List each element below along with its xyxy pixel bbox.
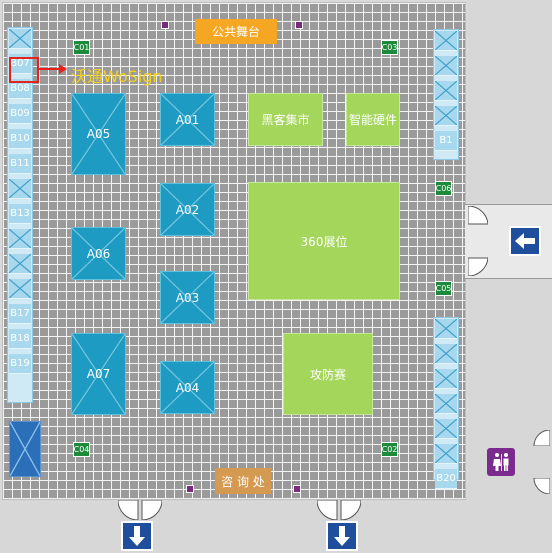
east-door xyxy=(467,205,489,277)
booth-cell[interactable] xyxy=(435,444,457,464)
booth-cell[interactable]: B07 xyxy=(9,54,31,74)
bottom-corridor-area xyxy=(0,500,552,553)
booth-cell[interactable] xyxy=(9,179,31,199)
booth-cell[interactable] xyxy=(435,31,457,51)
booth-a03-label: A03 xyxy=(175,290,200,305)
booth-hacker-market[interactable]: 黑客集市 xyxy=(248,93,323,146)
wosign-arrow xyxy=(39,68,61,70)
booth-cell[interactable]: B19 xyxy=(9,354,31,374)
booth-cell[interactable]: B17 xyxy=(9,304,31,324)
booth-cell-label: B07 xyxy=(10,58,30,69)
booth-smart-hardware[interactable]: 智能硬件 xyxy=(346,93,400,146)
south-door-left xyxy=(117,499,163,521)
exit-down-arrow-icon[interactable] xyxy=(326,521,358,551)
booth-cell[interactable]: B10 xyxy=(9,129,31,149)
info-desk[interactable]: 咨 询 处 xyxy=(215,468,271,494)
camera-point-2 xyxy=(295,21,303,29)
attack-defense-label: 攻防赛 xyxy=(309,367,346,382)
booth-cell[interactable] xyxy=(435,106,457,126)
booth-cell[interactable] xyxy=(435,419,457,439)
camera-point-1 xyxy=(161,21,169,29)
booth-a01[interactable]: A01 xyxy=(160,93,215,146)
booth-a03[interactable]: A03 xyxy=(160,271,215,324)
booth-cell-label: B18 xyxy=(10,333,30,344)
booth-a07-label: A07 xyxy=(86,367,111,381)
booth-cell[interactable] xyxy=(9,279,31,299)
booth-a02-label: A02 xyxy=(175,202,200,217)
camera-point-3 xyxy=(186,485,194,493)
booth-cell[interactable] xyxy=(435,56,457,76)
booth-a06[interactable]: A06 xyxy=(71,227,126,280)
right-booth-column-bottom: B20 xyxy=(433,317,459,489)
hacker-market-label: 黑客集市 xyxy=(261,113,310,127)
booth-cell[interactable]: B20 xyxy=(435,469,457,489)
booth-cell[interactable] xyxy=(435,81,457,101)
marker-c03[interactable]: C03 xyxy=(381,40,398,55)
booth-a07[interactable]: A07 xyxy=(71,333,126,415)
booth-cell-label: B08 xyxy=(10,83,30,94)
booth-a06-label: A06 xyxy=(86,246,111,261)
right-booth-column-top: B1 xyxy=(433,29,459,160)
booth-cell-label: B19 xyxy=(10,358,30,369)
marker-c04[interactable]: C04 xyxy=(73,442,90,457)
marker-c05[interactable]: C05 xyxy=(435,281,452,296)
restroom-icon[interactable] xyxy=(487,448,515,476)
booth-cell-label: B1 xyxy=(439,135,453,146)
booth-a05-label: A05 xyxy=(86,127,111,141)
booth-cell[interactable]: B08 xyxy=(9,79,31,99)
booth-cell[interactable]: B09 xyxy=(9,104,31,124)
booth-attack-defense[interactable]: 攻防赛 xyxy=(283,333,373,415)
wosign-arrow-head xyxy=(59,64,67,74)
info-desk-label: 咨 询 处 xyxy=(221,474,265,489)
booth-cell[interactable] xyxy=(435,394,457,414)
booth-a01-label: A01 xyxy=(175,112,200,127)
blue-block-bottom-left[interactable] xyxy=(9,421,41,477)
exit-down-arrow-icon[interactable] xyxy=(121,521,153,551)
restroom-door-top xyxy=(530,429,551,447)
booth-cell-label: B11 xyxy=(10,158,30,169)
booth-360-label: 360展位 xyxy=(300,234,348,249)
booth-a05[interactable]: A05 xyxy=(71,93,126,175)
booth-cell[interactable]: B11 xyxy=(9,154,31,174)
booth-cell[interactable] xyxy=(9,254,31,274)
camera-point-4 xyxy=(293,485,301,493)
marker-c01[interactable]: C01 xyxy=(73,40,90,55)
wosign-label: 沃通WoSign xyxy=(71,67,163,86)
booth-cell[interactable]: B18 xyxy=(9,329,31,349)
exit-left-arrow-icon[interactable] xyxy=(509,226,541,256)
booth-cell[interactable] xyxy=(435,319,457,339)
booth-cell[interactable] xyxy=(9,229,31,249)
public-stage-label: 公共舞台 xyxy=(211,25,260,39)
wosign-highlight-box xyxy=(9,57,39,83)
booth-cell[interactable]: B1 xyxy=(435,131,457,151)
booth-cell[interactable] xyxy=(435,369,457,389)
marker-c02[interactable]: C02 xyxy=(381,442,398,457)
booth-cell[interactable] xyxy=(435,344,457,364)
booth-a02[interactable]: A02 xyxy=(160,183,215,236)
south-door-right xyxy=(316,499,362,521)
booth-cell-label: B13 xyxy=(10,208,30,219)
booth-cell-label: B10 xyxy=(10,133,30,144)
smart-hardware-label: 智能硬件 xyxy=(348,113,397,127)
booth-cell[interactable]: B13 xyxy=(9,204,31,224)
booth-cell-label: B20 xyxy=(436,473,456,484)
booth-360[interactable]: 360展位 xyxy=(248,182,400,300)
public-stage[interactable]: 公共舞台 xyxy=(195,19,277,44)
booth-cell-label: B17 xyxy=(10,308,30,319)
booth-cell[interactable] xyxy=(9,29,31,49)
booth-a04-label: A04 xyxy=(175,380,200,395)
marker-c06[interactable]: C06 xyxy=(435,181,452,196)
booth-a04[interactable]: A04 xyxy=(160,361,215,414)
restroom-door-bottom xyxy=(530,477,551,495)
booth-cell-label: B09 xyxy=(10,108,30,119)
